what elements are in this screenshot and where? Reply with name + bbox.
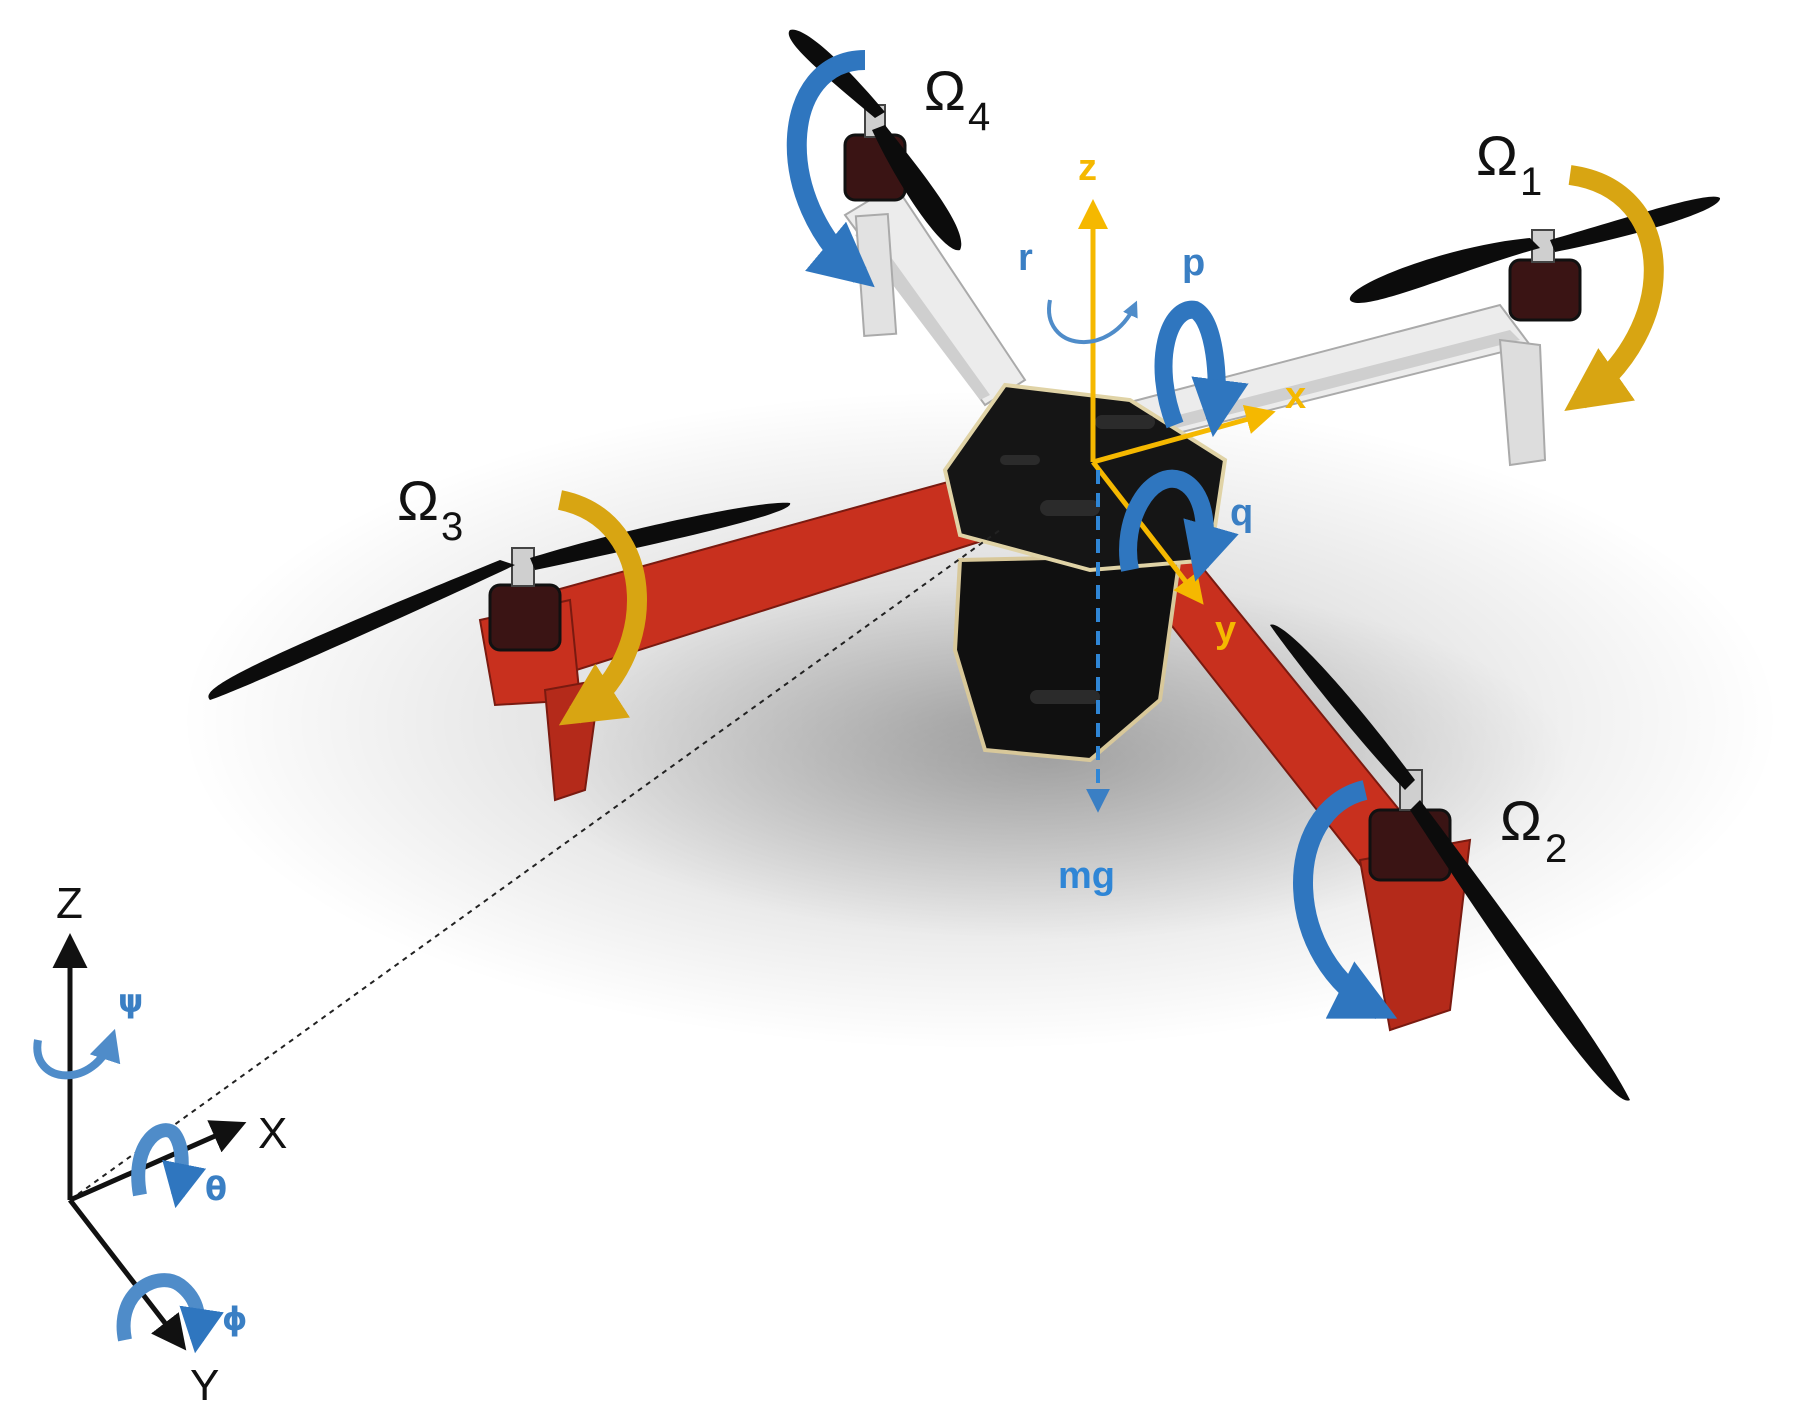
spin-arrow-rotor1: [1564, 165, 1664, 412]
roll-rate-arrow: [1154, 300, 1249, 438]
rotor4-label: Ω 4: [924, 59, 990, 139]
inertial-y-label: Y: [190, 1361, 219, 1410]
origin-link-dotted: [69, 529, 1001, 1201]
motor-rotor1: [1508, 229, 1582, 322]
gravity-label: mg: [1058, 855, 1115, 897]
rotor1-label: Ω 1: [1476, 124, 1542, 204]
pitch-rate-label: q: [1230, 492, 1253, 534]
propeller-rotor2: [1270, 624, 1630, 1101]
rotor2-symbol: Ω: [1500, 789, 1542, 852]
inertial-x-label: X: [258, 1109, 287, 1158]
body-z-label: z: [1078, 147, 1097, 189]
plate-cutouts: [1000, 415, 1155, 704]
yaw-rate-label: r: [1018, 237, 1033, 279]
psi-label: ψ: [118, 982, 143, 1020]
inertial-z-label: Z: [56, 879, 83, 928]
inertial-x-axis: [68, 1120, 247, 1203]
propeller-rotor3: [208, 502, 791, 700]
theta-rotation-arrow: [131, 1123, 207, 1209]
inertial-y-axis: [68, 1198, 187, 1351]
spin-arrow-rotor4: [786, 50, 875, 288]
rotor3-symbol: Ω: [397, 469, 439, 532]
inertial-frame: Z X Y ψ θ ϕ: [33, 879, 287, 1410]
body-x-label: x: [1285, 375, 1306, 417]
rotor2-subscript: 2: [1545, 827, 1567, 871]
body-y-label: y: [1215, 609, 1236, 651]
rotor3-label: Ω 3: [397, 469, 463, 549]
rotor1-symbol: Ω: [1476, 124, 1518, 187]
rotor4-symbol: Ω: [924, 59, 966, 122]
rotor3-subscript: 3: [441, 505, 463, 549]
rotor1-subscript: 1: [1520, 160, 1542, 204]
body-y-axis: [1091, 460, 1204, 605]
roll-rate-label: p: [1182, 242, 1205, 284]
rotor2-label: Ω 2: [1500, 789, 1567, 871]
theta-label: θ: [205, 1170, 227, 1208]
rotor4-subscript: 4: [968, 95, 990, 139]
spin-arrow-rotor3: [557, 490, 647, 726]
psi-rotation-arrow: [33, 1028, 121, 1080]
center-plate-upper: [942, 382, 1228, 573]
yaw-rate-arrow: [1047, 299, 1138, 344]
spin-arrow-rotor2: [1293, 780, 1398, 1019]
phi-rotation-arrow: [116, 1273, 224, 1354]
motor-rotor3: [488, 547, 562, 652]
pitch-rate-arrow: [1119, 469, 1239, 582]
phi-label: ϕ: [222, 1300, 247, 1338]
